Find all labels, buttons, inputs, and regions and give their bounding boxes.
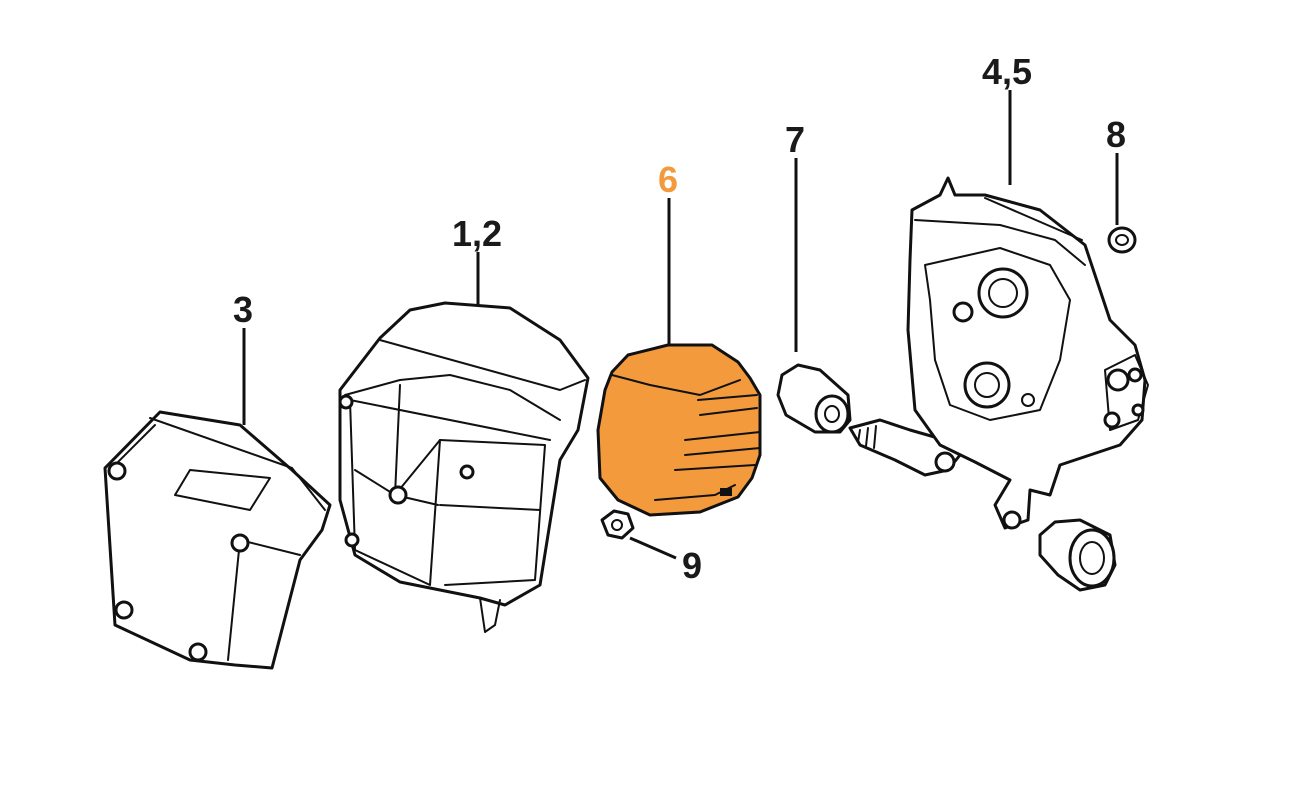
callout-8: 8	[1106, 114, 1126, 155]
callout-6: 6	[658, 159, 678, 200]
lower-grommet-part[interactable]	[1038, 518, 1117, 592]
callout-4-5: 4,5	[982, 51, 1032, 92]
callout-1-2: 1,2	[452, 213, 502, 254]
prefilter-body	[596, 343, 762, 517]
callout-9: 9	[682, 545, 702, 586]
callout-3: 3	[233, 289, 253, 330]
carburetor-box-part[interactable]	[906, 176, 1149, 530]
leader-line-9	[629, 536, 677, 560]
choke-rod-part[interactable]	[848, 418, 962, 477]
nut-part[interactable]	[600, 509, 635, 540]
callout-7: 7	[785, 119, 805, 160]
o-ring-part[interactable]	[1107, 226, 1137, 254]
filter-cover-part[interactable]	[103, 410, 332, 670]
prefilter-part[interactable]	[596, 343, 762, 517]
grommet-part[interactable]	[776, 363, 852, 434]
air-filter-part[interactable]	[338, 301, 590, 633]
